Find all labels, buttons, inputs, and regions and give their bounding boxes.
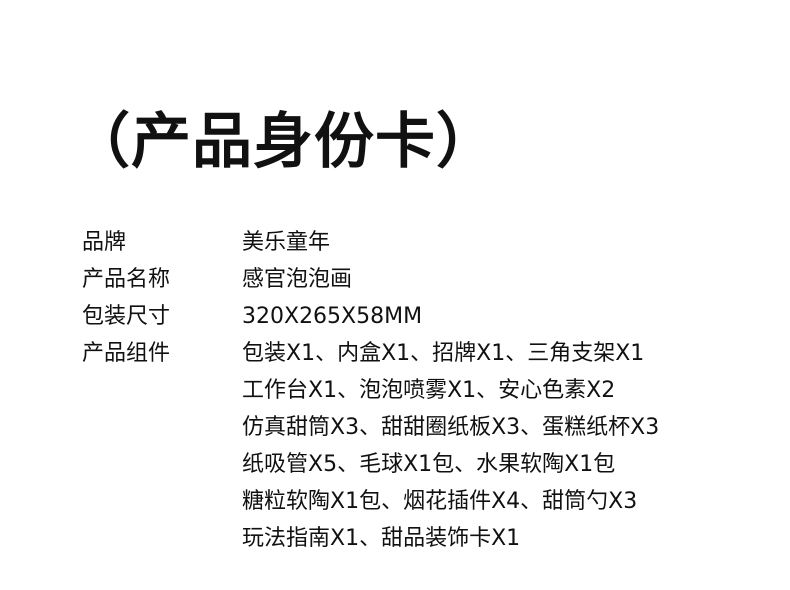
spec-row-brand: 品牌 美乐童年 [82, 224, 762, 261]
spec-row-package-size: 包装尺寸 320X265X58MM [82, 298, 762, 335]
spec-table: 品牌 美乐童年 产品名称 感官泡泡画 包装尺寸 320X265X58MM 产品组… [82, 224, 762, 557]
component-line-2: 工作台X1、泡泡喷雾X1、安心色素X2 [242, 378, 616, 403]
spec-label-product-name: 产品名称 [82, 267, 171, 292]
spec-row-components: 产品组件 包装X1、内盒X1、招牌X1、三角支架X1 工作台X1、泡泡喷雾X1、… [82, 335, 762, 557]
component-line-6: 玩法指南X1、甜品装饰卡X1 [242, 526, 521, 551]
spec-label-package-size: 包装尺寸 [82, 304, 171, 329]
component-line-5: 糖粒软陶X1包、烟花插件X4、甜筒勺X3 [242, 489, 638, 514]
spec-value-package-size: 320X265X58MM [242, 304, 423, 329]
spec-row-product-name: 产品名称 感官泡泡画 [82, 261, 762, 298]
spec-label-components: 产品组件 [82, 341, 171, 366]
spec-value-product-name: 感官泡泡画 [242, 267, 353, 292]
component-line-3: 仿真甜筒X3、甜甜圈纸板X3、蛋糕纸杯X3 [242, 415, 660, 440]
spec-value-brand: 美乐童年 [242, 230, 331, 255]
spec-label-brand: 品牌 [82, 230, 127, 255]
component-line-1: 包装X1、内盒X1、招牌X1、三角支架X1 [242, 341, 645, 366]
page-title: （产品身份卡） [70, 107, 497, 177]
spec-value-components: 包装X1、内盒X1、招牌X1、三角支架X1 工作台X1、泡泡喷雾X1、安心色素X… [242, 335, 762, 557]
component-line-4: 纸吸管X5、毛球X1包、水果软陶X1包 [242, 452, 616, 477]
